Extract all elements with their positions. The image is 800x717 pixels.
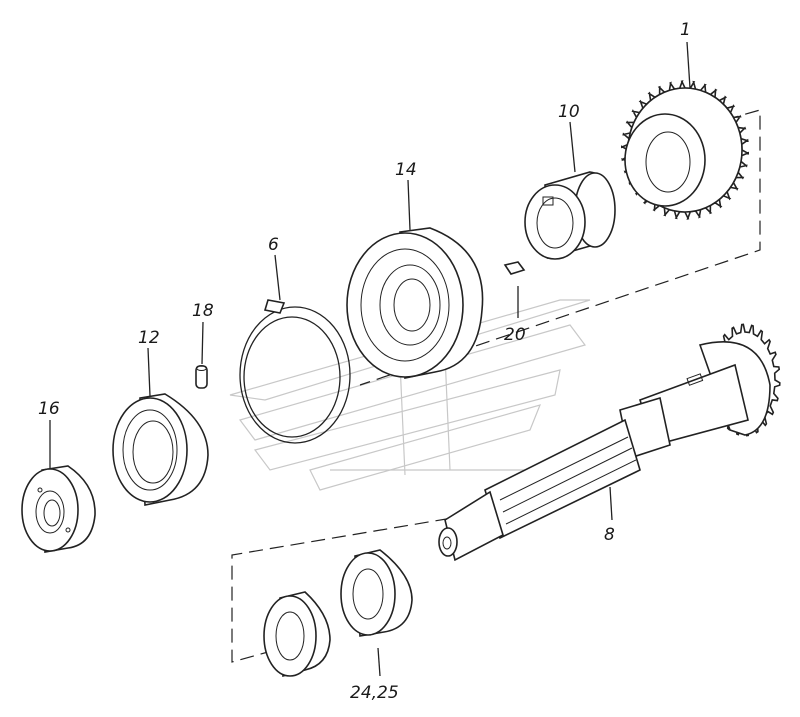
part-cage-24	[263, 591, 331, 678]
callout-8: 8	[604, 525, 615, 545]
callout-12: 12	[138, 328, 160, 348]
part-bearing-14	[346, 227, 484, 379]
callout-labels: 1 10 14 6 18 12 16 20 8 24,25	[38, 20, 691, 703]
callout-20: 20	[504, 325, 526, 345]
part-snap-ring-6	[239, 299, 351, 444]
assembly-axis-lines	[231, 109, 761, 663]
part-seal-12	[112, 393, 209, 506]
callout-6: 6	[268, 235, 279, 255]
leader-lines	[49, 41, 691, 677]
part-gear-1	[621, 80, 749, 220]
callout-10: 10	[558, 102, 580, 122]
callout-14: 14	[395, 160, 417, 180]
part-sleeve-10	[524, 171, 616, 260]
part-shaft-8	[438, 323, 781, 562]
part-flange-16	[21, 465, 96, 553]
callout-1: 1	[680, 20, 691, 40]
callout-16: 16	[38, 399, 60, 419]
callout-18: 18	[192, 301, 214, 321]
callout-24-25: 24,25	[350, 683, 399, 703]
part-pin-18	[195, 365, 208, 389]
part-key-20	[503, 261, 526, 275]
part-cage-25	[340, 549, 413, 637]
